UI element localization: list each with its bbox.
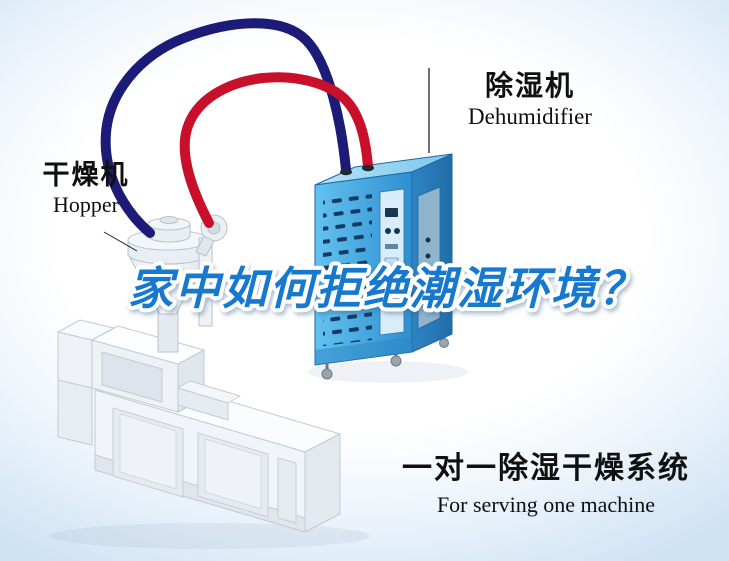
red-supply-hose [179, 72, 373, 228]
blue-return-hose [100, 18, 351, 238]
footer-caption-cn: 一对一除湿干燥系统 [402, 452, 690, 485]
dehumidifier-vents [323, 190, 372, 346]
hose-port [340, 168, 352, 176]
footer-caption-en: For serving one machine [436, 491, 656, 517]
hopper-label-en: Hopper [53, 192, 119, 218]
dehumidifier-unit [314, 153, 453, 380]
headline-text: 家中如何拒绝潮湿环境？ [128, 263, 645, 314]
injection-molding-machine [57, 319, 341, 533]
dehumidifier-label-en: Dehumidifier [468, 104, 592, 130]
machine-shadow [50, 523, 370, 549]
hopper-label-cn: 干燥机 [42, 160, 130, 190]
dehumidifier-side-door [417, 186, 441, 330]
dehumidifier-label-cn: 除湿机 [484, 70, 575, 101]
footer-caption: 一对一除湿干燥系统 For serving one machine [398, 452, 694, 517]
hopper-leader-line [103, 231, 138, 252]
dehumidifier-shadow [308, 361, 468, 383]
headline-group: 家中如何拒绝潮湿环境？ [124, 259, 647, 318]
hopper-dryer [127, 214, 228, 353]
dehumidifier-control-panel [379, 188, 405, 336]
dehumidifier-label: 除湿机 Dehumidifier [444, 70, 616, 130]
machine-side-panel [277, 457, 297, 524]
hose-port [362, 164, 374, 172]
hopper-label: 干燥机 Hopper [34, 160, 138, 218]
